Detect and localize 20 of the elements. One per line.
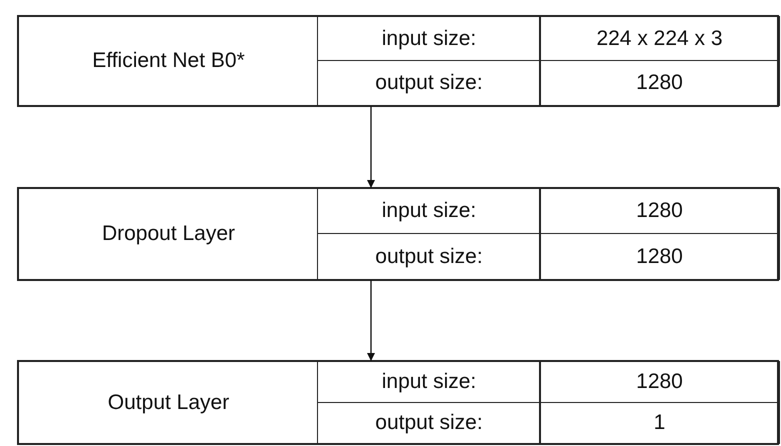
layer-name: Efficient Net B0* xyxy=(92,49,245,73)
arrow xyxy=(367,280,375,361)
layer-table xyxy=(17,187,779,281)
value-cell: 1280 xyxy=(539,60,780,106)
layer-table xyxy=(17,360,779,445)
value-cell: 1280 xyxy=(539,233,780,280)
value-cell: 1 xyxy=(539,402,780,444)
value-cell: 224 x 224 x 3 xyxy=(539,16,780,61)
property-cell: output size: xyxy=(317,233,541,280)
arrow xyxy=(367,106,375,188)
property-cell: input size: xyxy=(317,16,541,61)
property-cell: output size: xyxy=(317,402,541,444)
property-cell: input size: xyxy=(317,361,541,402)
property-cell: output size: xyxy=(317,60,541,106)
layer-name: Output Layer xyxy=(108,390,230,414)
property-cell: input size: xyxy=(317,188,541,234)
value-cell: 1280 xyxy=(539,188,780,234)
value-cell: 1280 xyxy=(539,361,780,402)
layer-name: Dropout Layer xyxy=(102,222,236,246)
layer-table xyxy=(17,15,779,107)
